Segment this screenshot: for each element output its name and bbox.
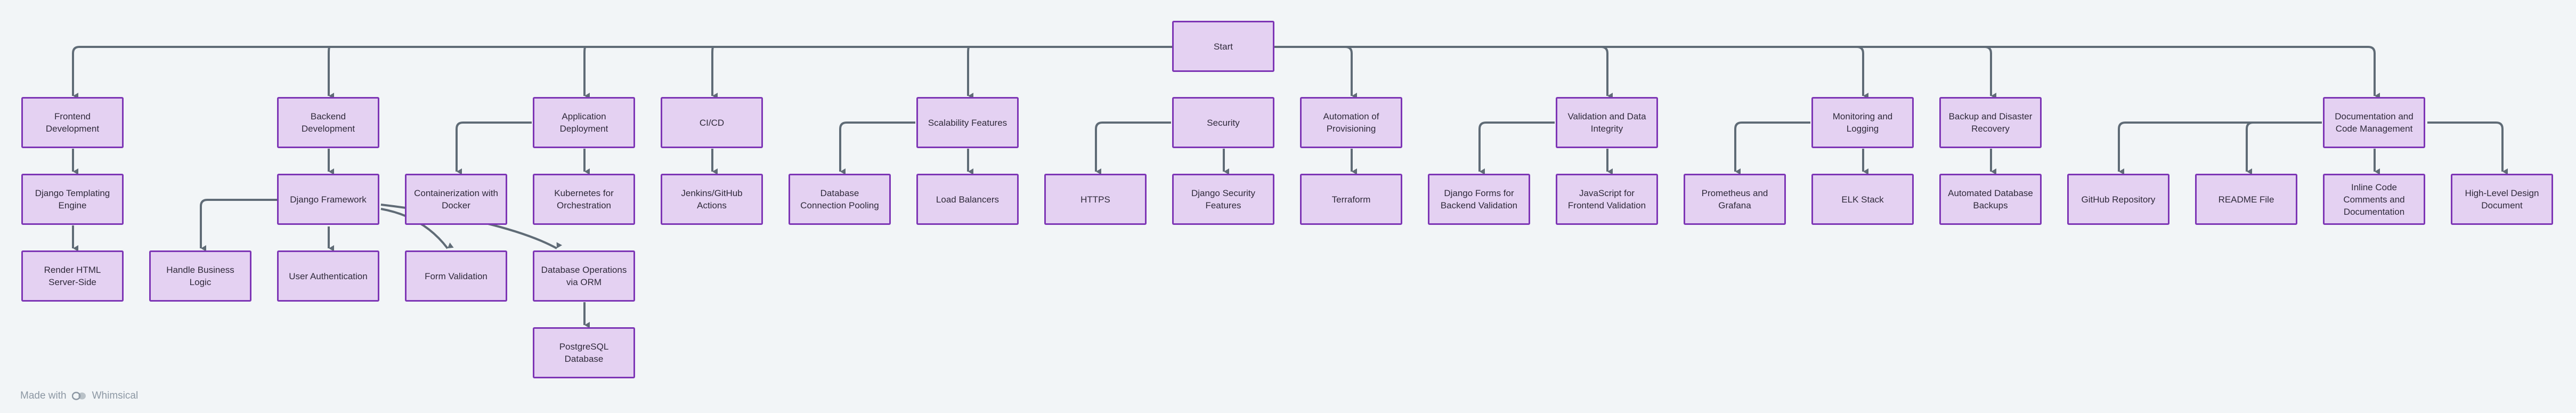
edge-documentation-to-readme bbox=[2246, 122, 2254, 175]
edge-start-to-deployment bbox=[583, 46, 590, 99]
node-form-validation[interactable]: Form Validation bbox=[405, 250, 507, 302]
edge-framework-to-business bbox=[200, 199, 277, 252]
edge-start-to-backend bbox=[328, 46, 334, 99]
node-github-repository[interactable]: GitHub Repository bbox=[2067, 174, 2169, 225]
node-https[interactable]: HTTPS bbox=[1044, 174, 1147, 225]
node-scalability-features[interactable]: Scalability Features bbox=[916, 97, 1019, 148]
node-postgresql-database[interactable]: PostgreSQL Database bbox=[533, 327, 635, 378]
watermark-prefix: Made with bbox=[20, 390, 67, 401]
node-database-operations-via-orm[interactable]: Database Operations via ORM bbox=[533, 250, 635, 302]
edge-start-to-frontend bbox=[72, 46, 1172, 99]
whimsical-logo-icon bbox=[71, 392, 86, 400]
edge-deployment-to-docker bbox=[456, 122, 532, 175]
edge-start-to-documentation bbox=[1274, 46, 2380, 99]
node-start[interactable]: Start bbox=[1172, 21, 1274, 72]
node-validation-and-data-integrity[interactable]: Validation and Data Integrity bbox=[1556, 97, 1658, 148]
edge-start-to-monitoring bbox=[1856, 46, 1868, 99]
node-frontend-development[interactable]: Frontend Development bbox=[21, 97, 124, 148]
node-monitoring-and-logging[interactable]: Monitoring and Logging bbox=[1811, 97, 1914, 148]
edge-documentation-to-design bbox=[2427, 122, 2508, 175]
edge-documentation-to-github bbox=[2118, 122, 2322, 175]
edge-start-to-validation bbox=[1600, 46, 1613, 99]
node-prometheus-and-grafana[interactable]: Prometheus and Grafana bbox=[1684, 174, 1786, 225]
node-handle-business-logic[interactable]: Handle Business Logic bbox=[149, 250, 251, 302]
node-documentation-and-code-management[interactable]: Documentation and Code Management bbox=[2323, 97, 2425, 148]
node-security[interactable]: Security bbox=[1172, 97, 1274, 148]
node-automation-of-provisioning[interactable]: Automation of Provisioning bbox=[1300, 97, 1402, 148]
edge-validation-to-django-forms bbox=[1478, 122, 1555, 175]
edge-security-to-https bbox=[1095, 122, 1171, 175]
node-kubernetes-for-orchestration[interactable]: Kubernetes for Orchestration bbox=[533, 174, 635, 225]
node-backend-development[interactable]: Backend Development bbox=[277, 97, 379, 148]
node-automated-database-backups[interactable]: Automated Database Backups bbox=[1939, 174, 2042, 225]
edge-scalability-to-pooling bbox=[839, 122, 915, 175]
edge-monitoring-to-prometheus bbox=[1734, 122, 1810, 175]
node-elk-stack[interactable]: ELK Stack bbox=[1811, 174, 1914, 225]
node-inline-code-comments-and-documentation[interactable]: Inline Code Comments and Documentation bbox=[2323, 174, 2425, 225]
node-jenkins-github-actions[interactable]: Jenkins/GitHub Actions bbox=[661, 174, 763, 225]
node-load-balancers[interactable]: Load Balancers bbox=[916, 174, 1019, 225]
edge-start-to-backup bbox=[1984, 46, 1996, 99]
node-readme-file[interactable]: README File bbox=[2195, 174, 2297, 225]
node-application-deployment[interactable]: Application Deployment bbox=[533, 97, 635, 148]
node-django-templating-engine[interactable]: Django Templating Engine bbox=[21, 174, 124, 225]
node-django-security-features[interactable]: Django Security Features bbox=[1172, 174, 1274, 225]
made-with-whimsical-watermark[interactable]: Made with Whimsical bbox=[20, 390, 138, 402]
node-terraform[interactable]: Terraform bbox=[1300, 174, 1402, 225]
node-user-authentication[interactable]: User Authentication bbox=[277, 250, 379, 302]
node-containerization-with-docker[interactable]: Containerization with Docker bbox=[405, 174, 507, 225]
edge-start-to-scalability bbox=[967, 46, 973, 99]
node-ci-cd[interactable]: CI/CD bbox=[661, 97, 763, 148]
node-backup-and-disaster-recovery[interactable]: Backup and Disaster Recovery bbox=[1939, 97, 2042, 148]
node-javascript-for-frontend-validation[interactable]: JavaScript for Frontend Validation bbox=[1556, 174, 1658, 225]
node-django-forms-for-backend-validation[interactable]: Django Forms for Backend Validation bbox=[1428, 174, 1530, 225]
edge-start-to-cicd bbox=[711, 46, 718, 99]
node-render-html-server-side[interactable]: Render HTML Server-Side bbox=[21, 250, 124, 302]
node-django-framework[interactable]: Django Framework bbox=[277, 174, 379, 225]
node-high-level-design-document[interactable]: High-Level Design Document bbox=[2451, 174, 2553, 225]
edge-start-to-provisioning bbox=[1345, 46, 1357, 99]
node-database-connection-pooling[interactable]: Database Connection Pooling bbox=[789, 174, 891, 225]
watermark-brand: Whimsical bbox=[92, 390, 139, 401]
